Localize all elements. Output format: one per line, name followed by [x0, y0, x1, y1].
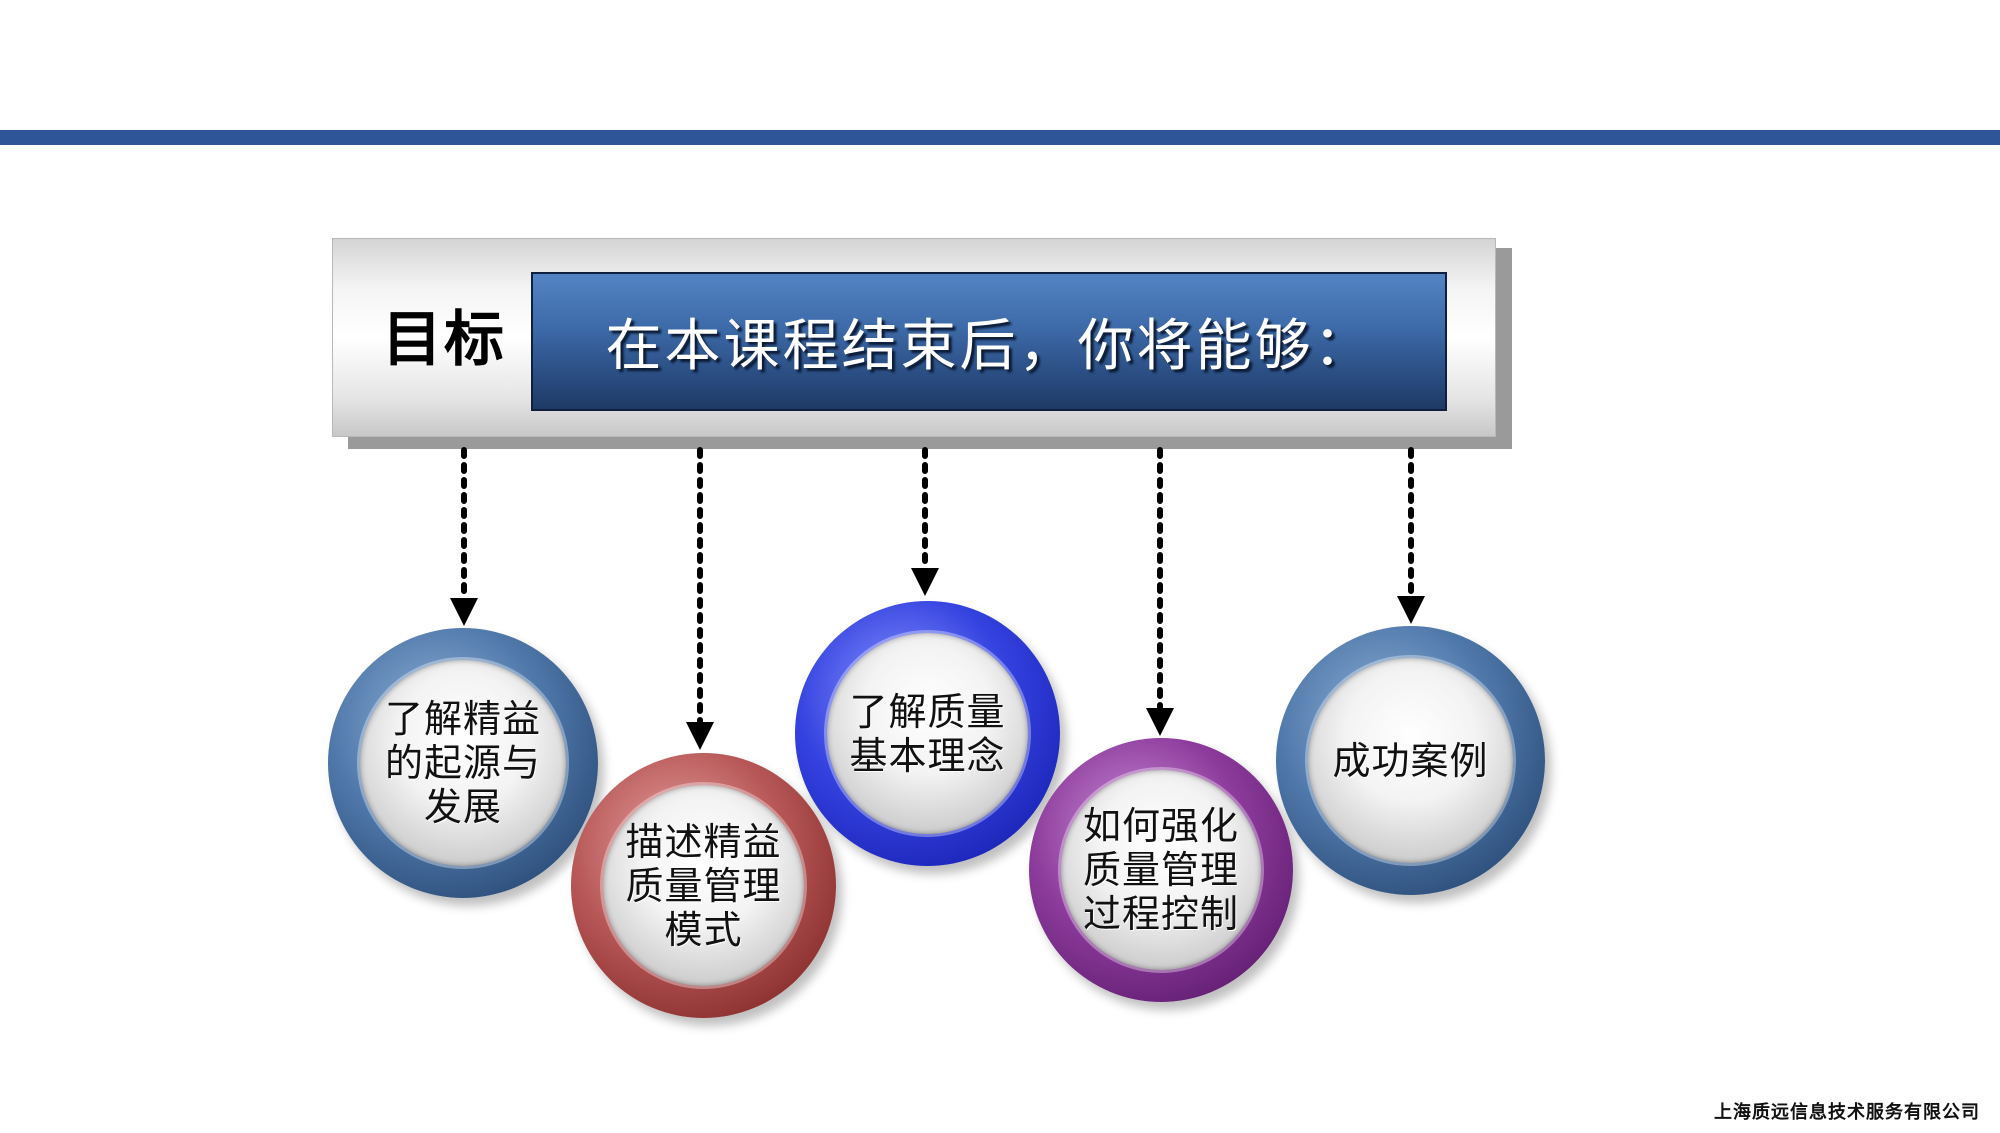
- label-line: 模式: [664, 907, 743, 952]
- node-success-cases: 成功案例: [1276, 626, 1545, 895]
- node-label: 成功案例: [1332, 739, 1488, 783]
- label-line: 描述精益: [625, 819, 782, 864]
- node-inner: 了解质量 基本理念: [827, 633, 1028, 834]
- node-label: 如何强化 质量管理 过程控制: [1083, 804, 1239, 936]
- arrow-1: [450, 447, 478, 626]
- node-basic-concepts: 了解质量 基本理念: [795, 601, 1060, 866]
- arrow-5: [1397, 447, 1425, 624]
- label-line: 了解精益: [384, 697, 541, 741]
- title-panel: 在本课程结束后，你将能够：: [531, 272, 1447, 411]
- title-text: 在本课程结束后，你将能够：: [605, 314, 1373, 379]
- arrow-2: [686, 447, 714, 750]
- arrow-3: [911, 447, 939, 596]
- arrow-4: [1146, 447, 1174, 736]
- footer-company: 上海质远信息技术服务有限公司: [1714, 1102, 1980, 1123]
- node-management-model: 描述精益 质量管理 模式: [571, 753, 836, 1018]
- label-line: 成功案例: [1332, 738, 1489, 783]
- label-line: 基本理念: [849, 733, 1006, 778]
- label-line: 了解质量: [849, 689, 1006, 734]
- node-label: 了解精益 的起源与 发展: [385, 697, 541, 829]
- node-label: 了解质量 基本理念: [849, 690, 1005, 778]
- label-line: 发展: [423, 785, 502, 829]
- label-line: 如何强化: [1082, 804, 1239, 848]
- target-label: 目标: [382, 305, 506, 375]
- label-line: 的起源与: [384, 741, 541, 785]
- top-divider-bar: [0, 130, 2000, 145]
- label-line: 质量管理: [1082, 848, 1239, 892]
- node-inner: 成功案例: [1308, 658, 1513, 863]
- label-line: 质量管理: [625, 863, 782, 908]
- node-process-control: 如何强化 质量管理 过程控制: [1029, 738, 1293, 1002]
- label-line: 过程控制: [1082, 892, 1239, 936]
- node-inner: 描述精益 质量管理 模式: [603, 785, 804, 986]
- node-inner: 了解精益 的起源与 发展: [360, 660, 566, 866]
- node-origin-development: 了解精益 的起源与 发展: [328, 628, 598, 898]
- node-inner: 如何强化 质量管理 过程控制: [1061, 770, 1261, 970]
- node-label: 描述精益 质量管理 模式: [625, 820, 781, 952]
